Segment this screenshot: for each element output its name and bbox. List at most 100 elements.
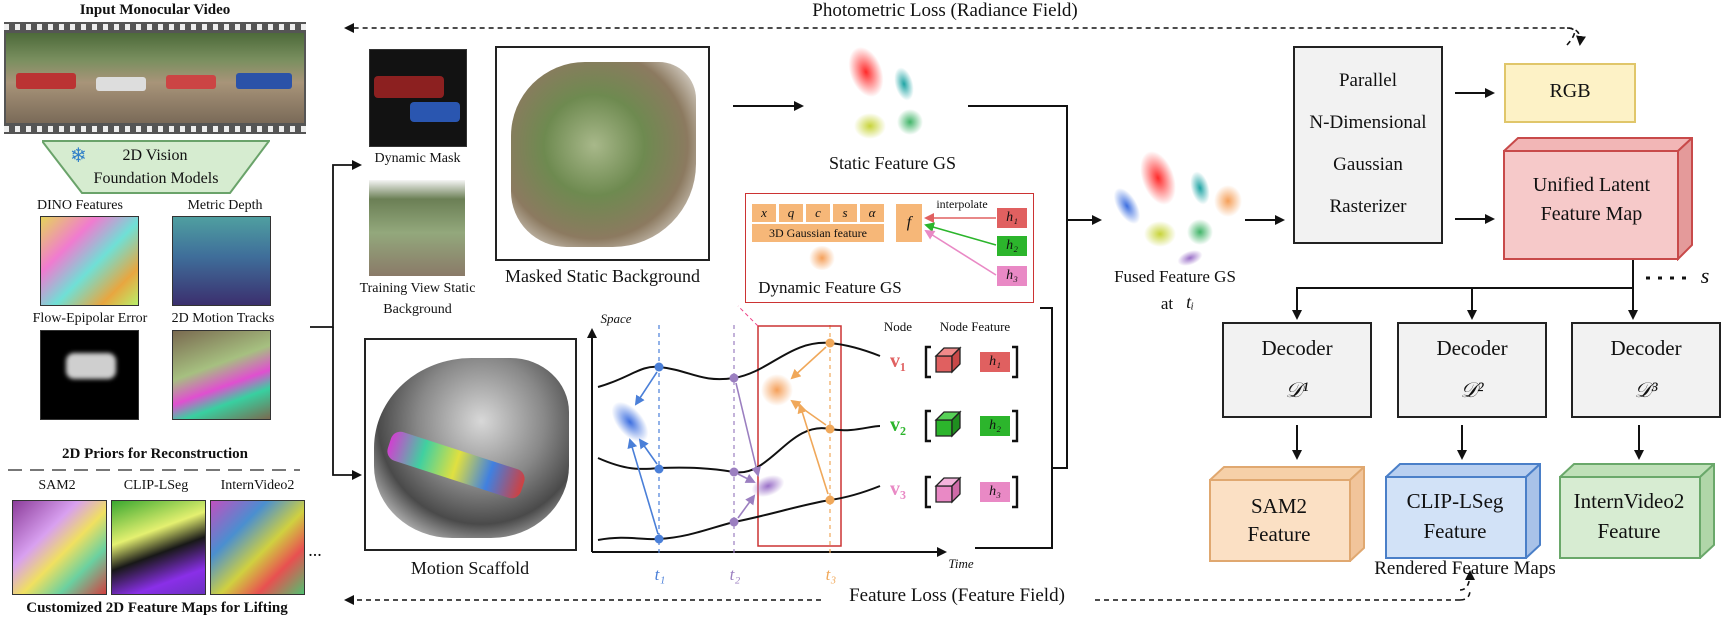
node-feature-header: Node Feature — [939, 319, 1011, 334]
snowflake-icon: ❄ — [70, 145, 87, 167]
metric-depth-image — [172, 216, 271, 306]
priors-title: 2D Priors for Reconstruction — [62, 446, 248, 462]
decoder-3-symbol: 𝒟³ — [1634, 378, 1658, 402]
feature-loss-label: Feature Loss (Feature Field) — [822, 585, 1092, 607]
masked-static-background-image — [495, 46, 710, 261]
intern-feature-l1: InternVideo2 — [1573, 489, 1685, 513]
motion-tracks-image — [172, 330, 271, 420]
latent-box — [1501, 135, 1695, 262]
rgb-label: RGB — [1549, 80, 1591, 102]
time-axis-label: Time — [948, 556, 974, 571]
decoder-1: Decoder 𝒟¹ — [1222, 322, 1372, 418]
interpolate-label: interpolate — [936, 197, 988, 211]
motion-scaffold-image — [364, 338, 577, 551]
attr-alpha: α — [860, 204, 884, 222]
node-h1: h₁ — [980, 352, 1010, 372]
static-gs-label: Static Feature GS — [829, 153, 956, 173]
gaussian-feature-label: 3D Gaussian feature — [752, 224, 884, 242]
intern-feature-box: InternVideo2 Feature — [1559, 463, 1715, 559]
decoder-3: Decoder 𝒟³ — [1571, 322, 1721, 418]
dynamic-gs-label: Dynamic Feature GS — [758, 278, 902, 297]
flow-label: Flow-Epipolar Error — [32, 311, 148, 326]
time-t3: t₃ — [825, 565, 837, 584]
training-view-label-1: Training View Static — [359, 281, 476, 296]
clip-feature-box: CLIP-LSeg Feature — [1385, 463, 1541, 559]
dynamic-gaussian-blob — [808, 246, 836, 270]
foundation-models-box — [39, 140, 271, 194]
rendered-maps-label: Rendered Feature Maps — [1374, 558, 1556, 579]
clip-feature-image — [111, 500, 206, 595]
attr-s: s — [833, 204, 857, 222]
node-v1: v₁ — [890, 350, 906, 372]
fused-line2: at — [1160, 294, 1174, 313]
tracks-label: 2D Motion Tracks — [171, 311, 275, 326]
fused-gaussians — [1113, 151, 1242, 266]
latent-line1: Unified Latent — [1532, 174, 1651, 196]
dynamic-feature-panel — [745, 193, 1034, 303]
cube-red-icon — [934, 346, 962, 374]
decoder-3-label: Decoder — [1610, 336, 1682, 360]
static-gaussians — [848, 46, 923, 139]
s-label: s — [1700, 263, 1710, 288]
clip-feature-l1: CLIP-LSeg — [1406, 489, 1504, 513]
intern-feature-l2: Feature — [1597, 519, 1661, 543]
sam2-feature-box: SAM2 Feature — [1209, 466, 1365, 562]
scaffold-plot — [587, 305, 947, 557]
rasterizer-line1: Parallel — [1338, 70, 1398, 91]
node-v3: v₃ — [890, 478, 906, 500]
time-t2: t₂ — [729, 565, 741, 584]
intern-label: InternVideo2 — [220, 478, 295, 493]
clip-feature-l2: Feature — [1423, 519, 1487, 543]
attr-q: q — [779, 204, 803, 222]
node-v2: v₂ — [890, 414, 906, 436]
depth-label: Metric Depth — [187, 198, 263, 213]
dynamic-mask-label: Dynamic Mask — [374, 151, 461, 166]
photometric-loss-label: Photometric Loss (Radiance Field) — [795, 0, 1095, 22]
feature-loss-arrow — [1459, 570, 1475, 591]
fused-ti: tᵢ — [1186, 292, 1194, 312]
photometric-loss-arrow — [344, 23, 1576, 46]
sam2-label: SAM2 — [38, 478, 76, 493]
motion-scaffold-label: Motion Scaffold — [410, 558, 530, 578]
rgb-box — [1504, 63, 1636, 123]
sam2-feature-l2: Feature — [1247, 522, 1311, 546]
decoder-2-symbol: 𝒟² — [1460, 378, 1484, 402]
flow-epipolar-image — [40, 330, 139, 420]
sam2-feature-image — [12, 500, 107, 595]
foundation-line1: 2D Vision — [122, 147, 188, 164]
clip-label: CLIP-LSeg — [123, 478, 189, 493]
cube-green-icon — [934, 410, 962, 438]
space-axis-label: Space — [600, 311, 632, 326]
rasterizer-box — [1293, 46, 1443, 244]
fused-line1: Fused Feature GS — [1114, 267, 1236, 286]
dino-features-image — [40, 216, 139, 306]
decoder-2-label: Decoder — [1436, 336, 1508, 360]
foundation-line2: Foundation Models — [93, 170, 219, 187]
feature-ellipsis: ... — [308, 540, 322, 560]
attr-c: c — [806, 204, 830, 222]
attr-x: x — [752, 204, 776, 222]
time-t1: t₁ — [654, 565, 666, 584]
node-h2: h₂ — [980, 416, 1010, 436]
decoder-2: Decoder 𝒟² — [1397, 322, 1547, 418]
node-features — [924, 345, 1019, 509]
node-h3: h₃ — [980, 482, 1010, 502]
h2-chip: h₂ — [997, 236, 1027, 256]
f-chip: f — [896, 204, 922, 242]
decoder-1-symbol: 𝒟¹ — [1285, 378, 1309, 402]
interpolate-arrows — [924, 213, 997, 276]
intern-feature-image — [210, 500, 305, 595]
cube-pink-icon — [934, 476, 962, 504]
latent-line2: Feature Map — [1540, 203, 1643, 225]
h1-chip: h₁ — [997, 208, 1027, 228]
sam2-feature-l1: SAM2 — [1250, 494, 1308, 518]
rasterizer-line4: Rasterizer — [1329, 196, 1407, 217]
dynamic-mask-image — [369, 49, 467, 147]
training-view-image — [369, 180, 465, 276]
rasterizer-line2: N-Dimensional — [1309, 112, 1427, 133]
node-header: Node — [883, 319, 913, 334]
video-filmstrip — [4, 22, 306, 134]
training-view-label-2: Background — [383, 302, 452, 317]
h3-chip: h₃ — [997, 266, 1027, 286]
